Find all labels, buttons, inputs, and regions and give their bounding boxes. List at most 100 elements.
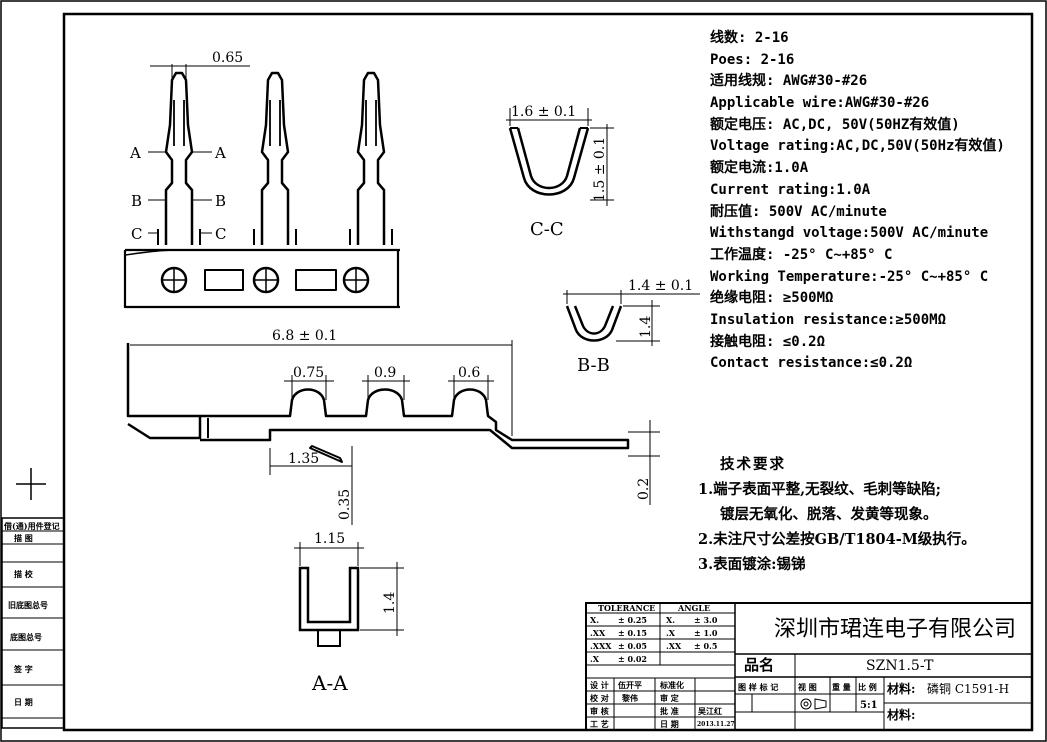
dim-overall-label: 6.8 ± 0.1 [272,328,337,344]
title-block [585,602,1033,731]
stamp-row-5: 底图总号 [9,632,42,642]
tol-r1-c: X. [666,615,675,625]
tol-r3-c: .XX [666,641,682,651]
dim-bumps [284,375,494,400]
sign-r3-d: 吴江红 [698,706,722,716]
dim-top-pitch [150,64,250,80]
side-view [126,343,630,463]
spec-line: Withstangd voltage:500V AC/minute [710,225,989,242]
spec-line: Poes: 2-16 [710,51,795,68]
tol-r3-d: ± 0.5 [694,641,717,651]
terminal-2 [253,71,297,245]
section-aa [298,566,360,647]
dim-035-label: 0.35 [337,489,353,520]
view-bb-label: B-B [577,355,610,376]
tol-r2-c: .X [666,628,676,638]
label-scale: 比 例 [858,682,877,692]
section-a-right: A [214,144,226,162]
sign-r1-c: 标准化 [659,680,684,690]
dim-cc [506,108,614,206]
tol-r1-a: X. [590,615,599,625]
terminal-3 [349,71,393,245]
sign-r2-b: 黎伟 [622,693,638,703]
dim-bb [563,290,700,346]
dim-top-pitch-label: 0.65 [212,50,243,66]
technical-requirements: 技术要求 1.端子表面平整,无裂纹、毛刺等缺陷; 镀层无氧化、脱落、发黄等现象。… [698,452,976,577]
spec-line: Contact resistance:≤0.2Ω [710,355,913,372]
tol-r3-a: .XXX [590,641,612,651]
spec-line: 额定电流:1.0A [710,160,809,177]
label-pattern: 图 样 标 记 [738,682,778,692]
sign-r1-a: 设 计 [590,680,609,690]
spec-line: Applicable wire:AWG#30-#26 [710,95,930,112]
material-value: 磷铜 C1591-H [927,681,1009,696]
label-weight: 重 量 [832,682,851,692]
dim-aa-w-label: 1.15 [314,531,345,547]
company-name: 深圳市珺连电子有限公司 [774,617,1016,642]
sign-r2-c: 审 定 [660,693,679,703]
stamp-row-4: 旧底图总号 [8,600,48,610]
section-cc [508,127,590,196]
requirement-item: 2.未注尺寸公差按GB/T1804-M级执行。 [698,531,976,548]
dim-lower [269,420,660,525]
sign-r3-c: 批 准 [660,706,679,716]
slot-2 [295,269,337,291]
registration-mark [16,468,46,500]
spec-line: Working Temperature:-25° C~+85° C [710,268,989,285]
stamp-row-3: 描 校 [14,569,34,579]
slot-1 [204,269,244,291]
tol-r2-a: .XX [590,628,606,638]
pilot-hole-3 [342,266,370,294]
tol-r2-d: ± 1.0 [694,628,718,638]
stamp-row-1: 借(通)用件登记 [3,521,60,531]
spec-line: Insulation resistance:≥500MΩ [710,311,947,328]
sign-r4-c: 日 期 [660,719,679,729]
material-label: 材料: [886,681,915,696]
dim-aa-h-label: 1.4 [382,592,398,614]
dim-overall [130,340,513,436]
spec-line: Voltage rating:AC,DC,50V(50Hz有效值) [710,138,1005,155]
spec-line: 适用线规: AWG#30-#26 [710,73,868,90]
sign-r1-b: 伍开平 [617,680,642,690]
spec-line: 绝缘电阻: ≥500MΩ [710,290,834,307]
terminal-strip-view [123,71,400,309]
spec-line: Current rating:1.0A [710,181,871,198]
pilot-hole-2 [252,266,280,294]
sign-r3-a: 审 核 [590,706,609,716]
view-aa-label: A-A [311,671,348,695]
tol-r3-b: ± 0.05 [618,641,647,651]
requirements-title: 技术要求 [720,456,786,473]
tol-header: TOLERANCE [598,603,655,613]
dim-06-label: 0.6 [458,365,480,381]
drawing-frame [62,12,1034,732]
tol-r4-b: ± 0.02 [618,654,647,664]
stamp-row-2: 描 图 [14,533,33,543]
dim-cc-w-label: 1.6 ± 0.1 [511,104,576,120]
view-cc-label: C-C [530,219,564,240]
material-label-2: 材料: [886,707,915,722]
section-bb [565,305,623,342]
spec-list: 线数: 2-16 Poes: 2-16 适用线规: AWG#30-#26 App… [710,28,1040,375]
dim-aa [294,542,404,636]
requirement-item: 1.端子表面平整,无裂纹、毛刺等缺陷; [698,481,942,498]
spec-line: 额定电压: AC,DC, 50V(50HZ有效值) [710,116,960,133]
spec-line: 工作温度: -25° C~+85° C [710,246,893,263]
tol-r2-b: ± 0.15 [618,628,647,638]
stamp-row-6: 签 字 [13,664,33,674]
dim-02-label: 0.2 [636,478,652,500]
dim-cc-h-label: 1.5 ± 0.1 [592,137,608,202]
label-view: 视 图 [798,682,817,692]
requirement-item: 镀层无氧化、脱落、发黄等现象。 [720,506,938,523]
terminal-1 [157,71,201,245]
section-b-right: B [215,192,226,210]
tol-r4-a: .X [590,654,600,664]
dim-bb-w-label: 1.4 ± 0.1 [628,278,693,294]
left-stamp-table [1,517,65,729]
sign-r4-d: 2013.11.27 [697,721,735,728]
dim-bb-h-label: 1.4 [638,316,654,338]
dim-135-label: 1.35 [288,451,319,467]
angle-header: ANGLE [677,603,710,613]
stamp-row-7: 日 期 [14,697,33,707]
spec-line: 线数: 2-16 [710,30,789,46]
